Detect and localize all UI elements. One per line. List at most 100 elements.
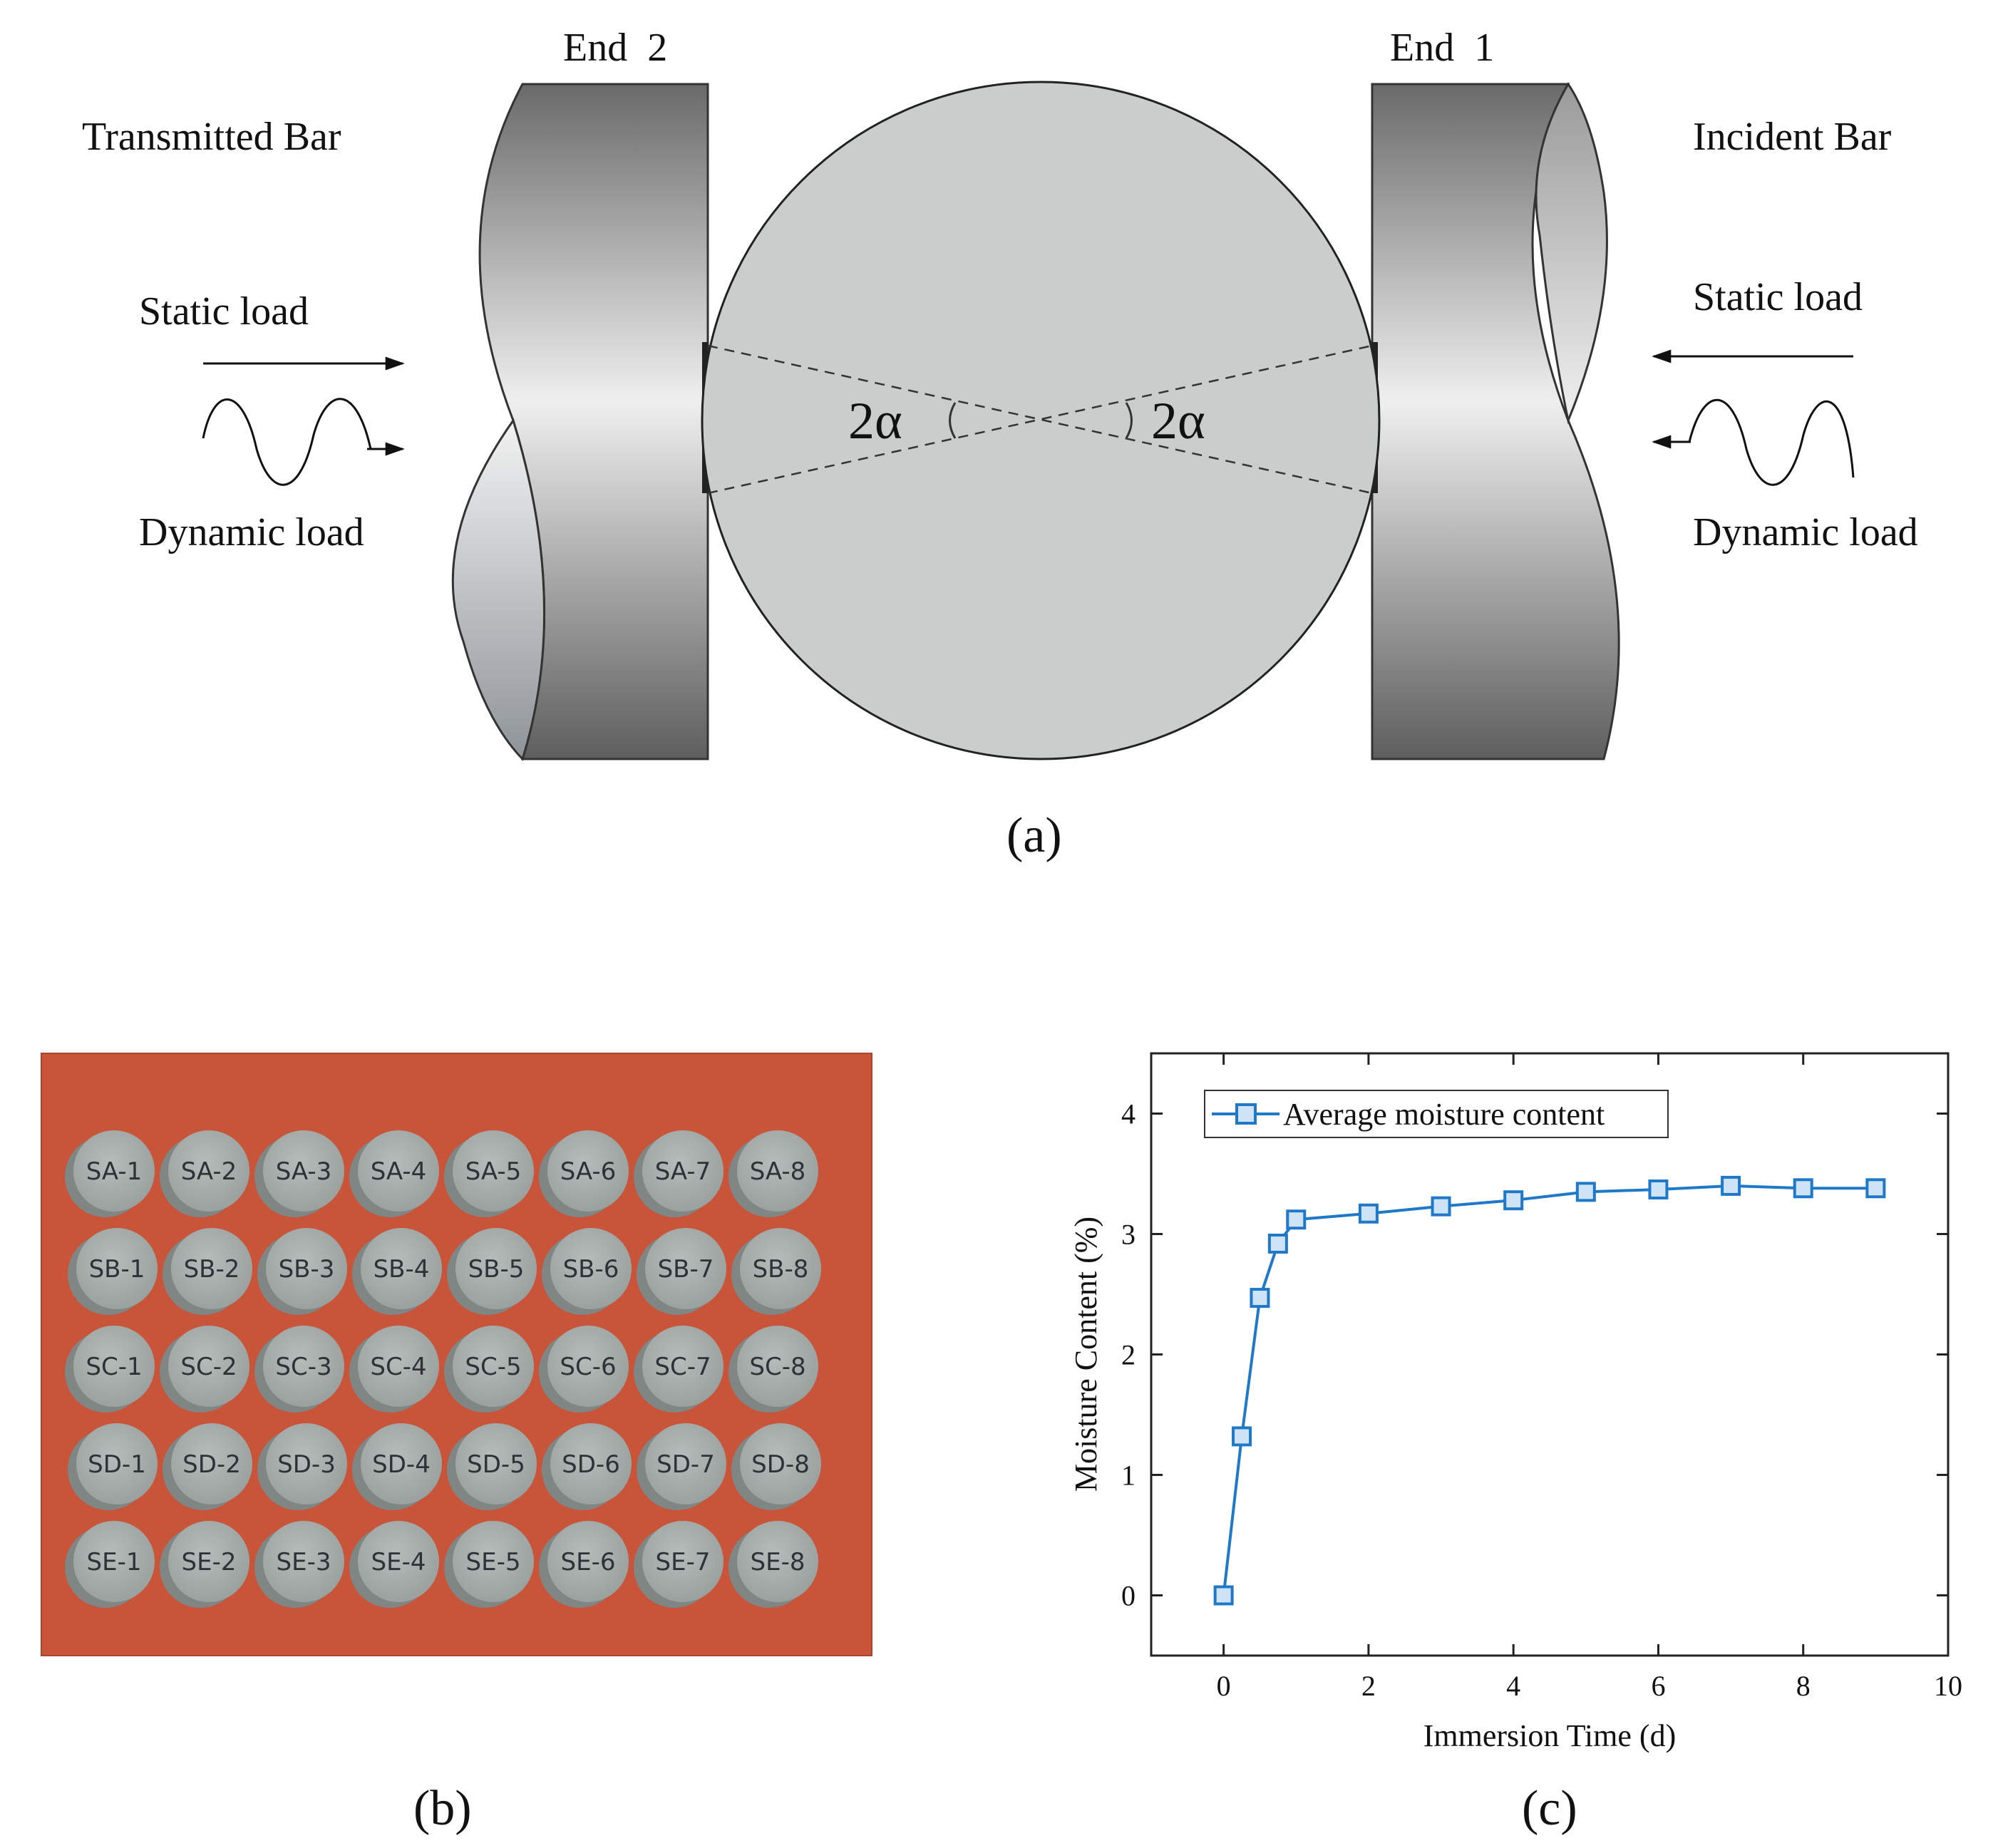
y-tick-label: 0 (1121, 1580, 1136, 1612)
specimen: SA-5 (444, 1130, 534, 1217)
specimen: SC-8 (728, 1326, 818, 1413)
specimen-face (737, 1521, 818, 1602)
specimen-label: SA-5 (465, 1157, 522, 1186)
specimen-face (73, 1326, 155, 1407)
specimen-label: SC-4 (370, 1353, 426, 1381)
specimen-label: SC-8 (749, 1353, 805, 1381)
specimen-label: SD-1 (88, 1450, 146, 1479)
specimen-face (76, 1228, 158, 1309)
specimen-face (740, 1423, 821, 1504)
caption-b: (b) (413, 1781, 472, 1836)
specimen-face (547, 1130, 629, 1212)
specimen-label: SB-1 (89, 1255, 145, 1284)
specimen: SE-6 (539, 1521, 629, 1608)
transmitted-bar-label: Transmitted Bar (82, 115, 341, 159)
specimen-face (645, 1423, 726, 1504)
data-point (1232, 1426, 1252, 1447)
specimen-face (453, 1521, 534, 1602)
specimen: SC-2 (160, 1326, 249, 1413)
y-axis-title: Moisture Content (%) (1068, 1217, 1103, 1492)
data-point (1721, 1175, 1741, 1196)
specimen-label: SC-3 (275, 1353, 331, 1381)
specimen: SC-5 (444, 1326, 534, 1413)
specimen: SA-3 (254, 1130, 344, 1217)
specimen: SB-1 (68, 1228, 158, 1315)
specimen: SD-7 (637, 1423, 726, 1510)
right-static-load-label: Static load (1693, 275, 1863, 319)
specimen-label: SB-8 (753, 1255, 809, 1284)
y-tick-label: 1 (1121, 1460, 1136, 1492)
specimen: SA-6 (539, 1130, 629, 1217)
specimen-face (361, 1423, 442, 1504)
left-static-load-label: Static load (139, 289, 309, 334)
data-point (1213, 1585, 1234, 1606)
specimen-label: SA-8 (750, 1157, 806, 1186)
specimen-face (168, 1326, 249, 1407)
right-angle-arc (1125, 402, 1133, 439)
specimen-label: SD-2 (182, 1450, 241, 1479)
end2-label: End 2 (563, 26, 667, 70)
incident-bar (1371, 82, 1620, 760)
transmitted-bar (451, 83, 709, 761)
specimen-face (76, 1423, 158, 1504)
data-point (1865, 1178, 1886, 1199)
specimen: SD-6 (542, 1423, 632, 1510)
left-angle-arc (949, 402, 957, 439)
specimen-label: SD-8 (751, 1450, 810, 1479)
specimen-face (642, 1130, 723, 1212)
specimen: SC-7 (634, 1326, 723, 1413)
specimen: SB-4 (352, 1228, 442, 1315)
data-point (1267, 1234, 1288, 1254)
specimen-face (737, 1326, 818, 1407)
data-point (1250, 1288, 1270, 1308)
specimen-face (168, 1521, 249, 1602)
specimen: SB-3 (257, 1228, 347, 1315)
legend-box (1204, 1090, 1669, 1138)
x-tick-label: 2 (1361, 1670, 1376, 1702)
legend-marker (1235, 1103, 1257, 1125)
chart-series (1213, 1175, 1886, 1606)
specimen-label: SD-5 (467, 1450, 525, 1479)
specimen-label: SA-4 (371, 1157, 427, 1186)
specimen: SD-2 (163, 1423, 252, 1510)
right-dynamic-wave (1688, 398, 1855, 486)
specimen: SE-3 (254, 1521, 344, 1608)
left-angle-label: 2α (848, 392, 902, 450)
specimen-face (642, 1326, 723, 1407)
specimen: SD-4 (352, 1423, 442, 1510)
specimen-label: SB-6 (563, 1255, 619, 1284)
data-point (1793, 1178, 1813, 1199)
specimen: SB-5 (447, 1228, 537, 1315)
specimen-label: SE-8 (751, 1548, 805, 1576)
specimen-face (263, 1130, 344, 1212)
specimen: SD-8 (731, 1423, 821, 1510)
specimen: SE-2 (160, 1521, 249, 1608)
specimen: SC-6 (539, 1326, 629, 1413)
specimen-label: SA-2 (181, 1157, 237, 1186)
specimen: SA-7 (634, 1130, 723, 1217)
specimen-label: SB-3 (279, 1255, 335, 1284)
loading-angle-lines (707, 344, 1373, 495)
specimen: SE-8 (728, 1521, 818, 1608)
data-point (1358, 1203, 1379, 1224)
specimen-label: SB-4 (374, 1255, 430, 1284)
data-point (1286, 1209, 1307, 1230)
specimen-face (547, 1521, 629, 1602)
specimen-label: SA-6 (560, 1157, 617, 1186)
data-point (1648, 1179, 1669, 1199)
specimen-face (455, 1423, 537, 1504)
specimen-face (547, 1326, 629, 1407)
plot-frame (1150, 1052, 1950, 1657)
specimen-label: SB-2 (184, 1255, 240, 1284)
specimen-label: SA-3 (276, 1157, 332, 1186)
left-dynamic-wave (202, 398, 372, 486)
x-tick-label: 8 (1796, 1670, 1811, 1702)
specimen-label: SE-1 (87, 1548, 142, 1576)
data-point (1431, 1196, 1451, 1217)
specimen: SB-6 (542, 1228, 632, 1315)
specimen: SC-1 (65, 1326, 155, 1413)
specimen-label: SE-3 (277, 1548, 331, 1576)
left-dynamic-load-label: Dynamic load (139, 510, 364, 554)
